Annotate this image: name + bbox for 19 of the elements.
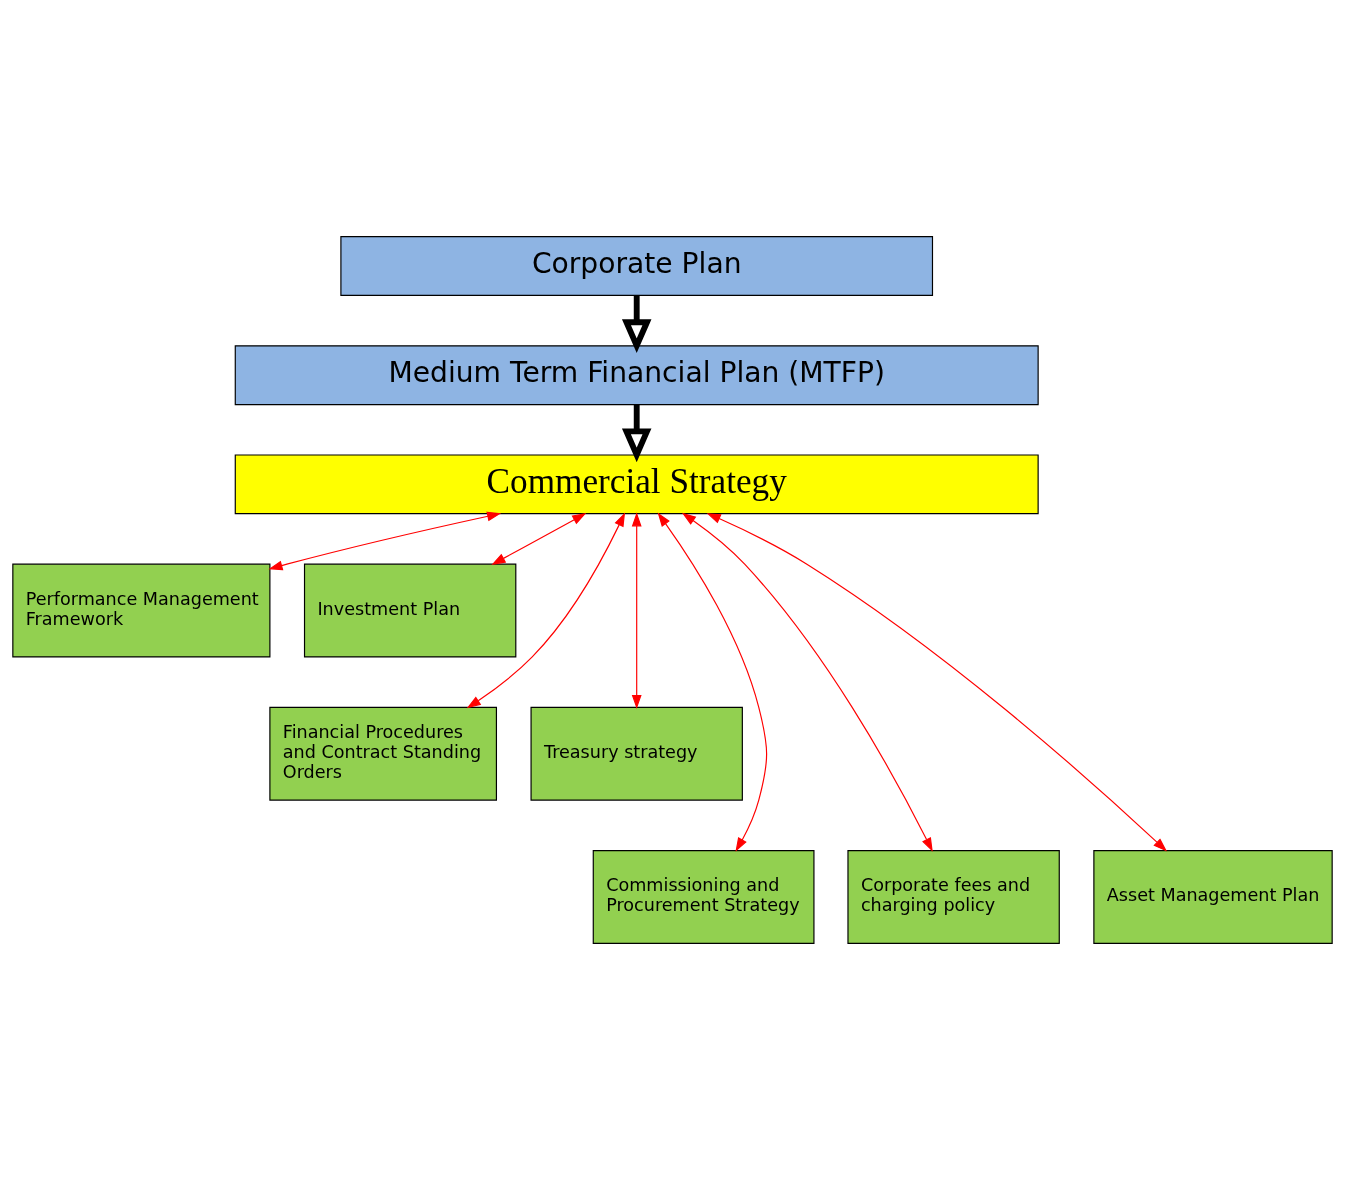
arrow [491, 513, 587, 565]
arrow [681, 512, 933, 852]
arrow [631, 512, 642, 710]
arrow [466, 512, 626, 709]
node-box: Corporate fees and charging policy [847, 850, 1060, 944]
node-box: Financial Procedures and Contract Standing Orders [269, 706, 497, 801]
arrow [268, 511, 502, 571]
arrow [706, 513, 1168, 852]
node-box: Performance Management Framework [12, 563, 271, 658]
node-box: Commissioning and Procurement Strategy [592, 850, 815, 944]
node-box: Corporate Plan [340, 236, 934, 296]
arrow [657, 512, 768, 852]
node-box: Commercial Strategy [234, 454, 1039, 515]
arrow [621, 405, 652, 463]
node-box: Treasury strategy [530, 706, 743, 801]
arrow [621, 295, 652, 353]
node-box: Investment Plan [303, 563, 517, 658]
node-box: Medium Term Financial Plan (MTFP) [234, 345, 1039, 406]
node-box: Asset Management Plan [1093, 850, 1333, 944]
